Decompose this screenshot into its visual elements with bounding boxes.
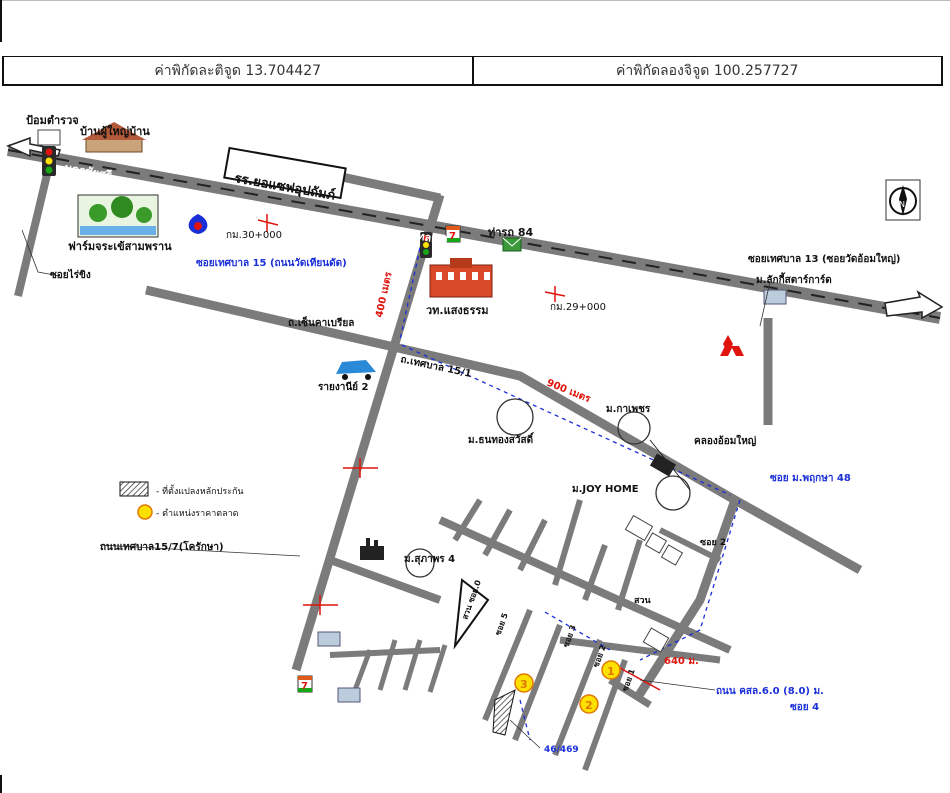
crocodile-farm-icon xyxy=(77,194,159,238)
left-border-top xyxy=(0,0,2,42)
latitude-cell: ค่าพิกัดละติจูด 13.704427 xyxy=(154,62,322,79)
top-border xyxy=(0,0,950,1)
road-width-label: ถนน คสล.6.0 (8.0) ม. xyxy=(716,686,824,697)
soi-4-label: ซอย 4 xyxy=(790,702,819,713)
om-yai-label: อ้อมใหญ่,อ้อมน้อย xyxy=(783,309,864,333)
svg-text:7: 7 xyxy=(449,231,456,242)
red-cross-marks xyxy=(257,214,661,691)
thesaban-15-1-road xyxy=(144,285,863,574)
soi-5-label: ซอย 5 xyxy=(493,611,510,636)
deed-label: 46/469 xyxy=(544,745,579,755)
headman-house-icon xyxy=(82,122,146,153)
mid-road xyxy=(438,516,732,654)
mo-supa-label: ม.สุภาพร 4 xyxy=(404,554,455,565)
svg-text:2: 2 xyxy=(585,699,593,712)
college-label: วท.แสงธรรม xyxy=(426,304,489,317)
km30-label: กม.30+000 xyxy=(226,230,282,241)
thesaban-15-7-road xyxy=(328,556,442,604)
route-dashes xyxy=(399,247,741,741)
police-box-label: ป้อมตำรวจ xyxy=(26,114,79,127)
soi-13-label: ซอยเทศบาล 13 (ซอยวัดอ้อมใหญ่) xyxy=(748,252,900,265)
port-84-label: ท่ารถ 84 xyxy=(488,226,533,239)
coordinate-header: ค่าพิกัดละติจูด 13.704427 ค่าพิกัดลองจิจ… xyxy=(2,56,943,86)
svg-text:7: 7 xyxy=(301,681,308,692)
post-office-icon xyxy=(502,237,522,252)
legend-hatch-swatch xyxy=(119,481,149,497)
suan-label: สวน xyxy=(634,596,652,606)
moo-phruksa-road xyxy=(632,498,740,703)
roads xyxy=(6,144,942,772)
seven-eleven-icon: 7 xyxy=(445,225,461,243)
soi-15-label: ซอยเทศบาล 15 (ถนนวัดเทียนดัด) xyxy=(196,257,347,269)
triangle-plot xyxy=(453,578,490,650)
moo-phruksa-label: ซอย ม.พฤกษา 48 xyxy=(770,473,851,484)
mo-thongsawat-label: ม.ธนทองสวัสดิ์ xyxy=(468,432,535,446)
price-marker-1: 1 xyxy=(601,660,621,680)
phetkasem-centerline xyxy=(7,149,941,319)
svg-text:N: N xyxy=(899,200,905,209)
thesaban-15-7-label: ถนนเทศบาล15/7(โครักษา) xyxy=(100,540,224,553)
price-marker-2: 2 xyxy=(579,694,599,714)
canal-bridge-icon xyxy=(649,453,677,477)
seven-eleven-icon: 7 xyxy=(297,675,313,693)
joy-home-label: ม.JOY HOME xyxy=(572,484,639,495)
factory-icon xyxy=(360,538,384,560)
canal-label: คลองอ้อมใหญ่ xyxy=(694,434,757,447)
village-circles xyxy=(405,398,691,578)
main-vertical-road xyxy=(291,193,445,672)
legend-price-swatch xyxy=(137,504,153,520)
svg-text:1: 1 xyxy=(607,665,615,678)
mo-kanok-label: ม.กาเพชร xyxy=(606,404,651,415)
lucky-star-label: ม.ลักกี้สตาร์การ์ด xyxy=(756,272,832,286)
soi-rai-khing-road xyxy=(14,161,54,297)
hospital-sign-box xyxy=(223,146,347,200)
car-icon xyxy=(336,360,376,380)
price-marker-3: 3 xyxy=(514,673,534,693)
sam-phran-label: ฟาร์มจระเข้สามพราน xyxy=(68,240,172,253)
legend-price-label: - ตำแหน่งราคาตลาด xyxy=(156,508,239,519)
traffic-light-icon xyxy=(420,232,432,258)
soi-rai-khing-label: ซอยไร่ขิง xyxy=(50,268,91,281)
svg-text:3: 3 xyxy=(520,678,528,691)
building-blocks xyxy=(624,514,684,653)
collateral-plot xyxy=(492,689,516,736)
dist-640-label: 640 ม. xyxy=(664,656,699,667)
gas-station-icon xyxy=(317,289,787,703)
compass-icon: N xyxy=(885,179,921,221)
village-headman-label: บ้านผู้ใหญ่บ้าน xyxy=(80,124,150,139)
sen-road-label: ถ.เซ็นคาเบรียล xyxy=(288,315,354,329)
college-building-icon xyxy=(429,258,493,298)
mitsubishi-logo-icon xyxy=(720,335,744,356)
dist-400-label: 400 เมตร xyxy=(374,271,395,319)
soi-2-label: ซอย 2 xyxy=(700,538,726,548)
traffic-light-icon xyxy=(42,146,56,176)
ptt-logo-icon xyxy=(188,214,208,234)
short-road xyxy=(559,636,721,664)
km29-label: กม.29+000 xyxy=(550,302,606,313)
left-border-bottom xyxy=(0,775,2,793)
longitude-cell: ค่าพิกัดลองจิจูด 100.257727 xyxy=(471,57,942,84)
east-arrow-icon xyxy=(884,290,944,320)
car-wash-label: รายงานีย์ 2 xyxy=(318,381,369,393)
legend-land-label: - ที่ตั้งแปลงหลักประกัน xyxy=(156,484,244,497)
